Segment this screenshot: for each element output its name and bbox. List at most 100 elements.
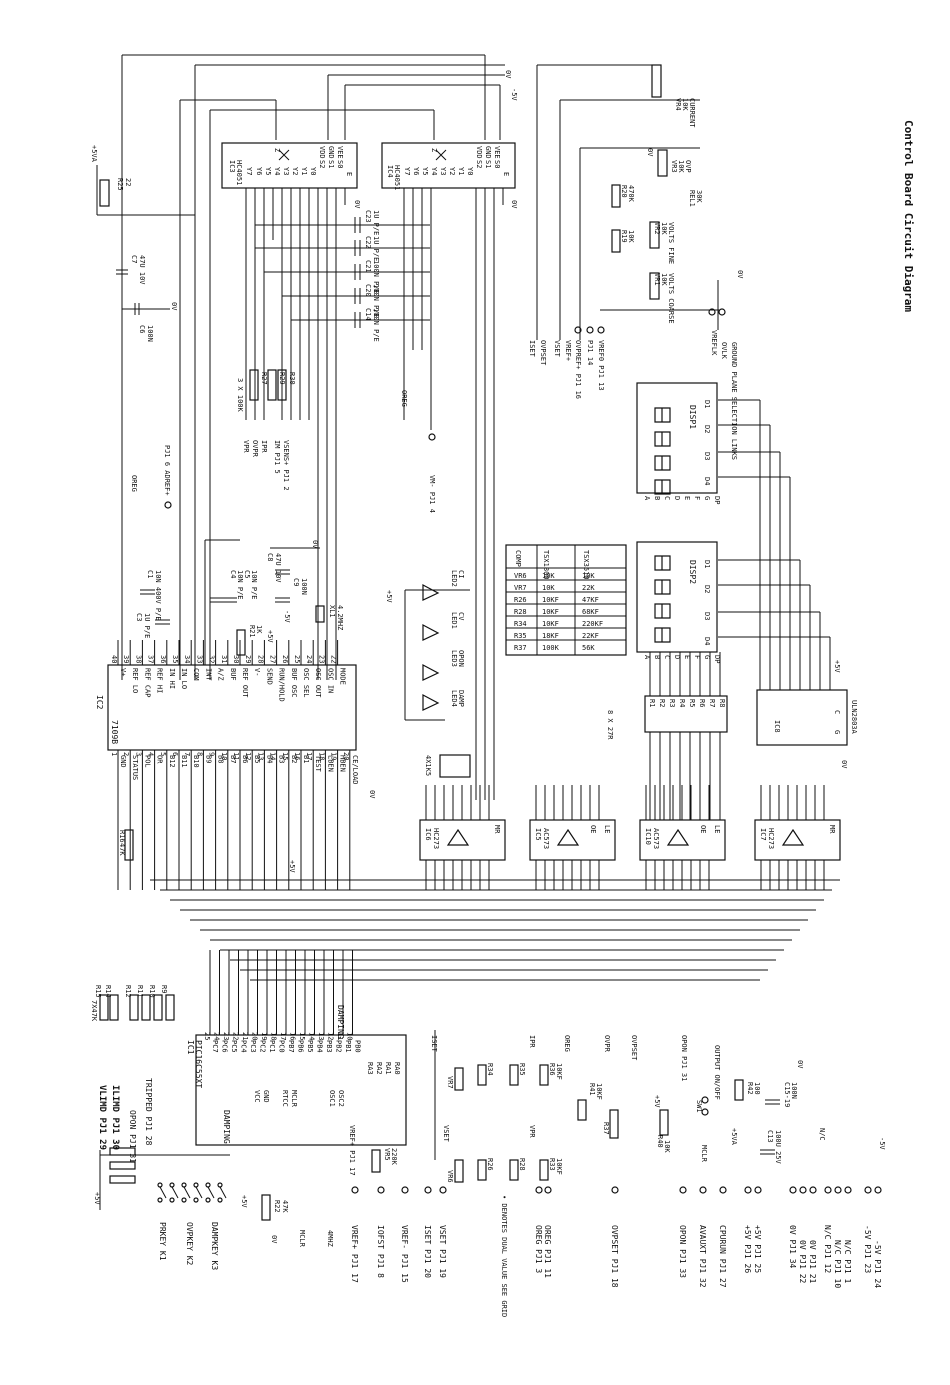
disp1-seg-f: F (693, 496, 701, 500)
ipr-net: IPR (528, 1035, 536, 1048)
sw1-contact-b[interactable] (701, 1108, 709, 1116)
r19-value: 10K (627, 230, 635, 243)
ic1-ref: IC1 (186, 1040, 195, 1055)
disp2-seg-e: E (683, 655, 691, 659)
table-cell: R34 (514, 620, 527, 628)
r19-label: R19 (620, 230, 628, 243)
ic2-pin-number: 3 (134, 752, 142, 756)
ic2-pin-number-b: 28 (256, 655, 264, 663)
r41-resistor (577, 1099, 587, 1121)
ic3-body (221, 142, 358, 189)
disp1-d3: D3 (703, 452, 711, 460)
debounce-r23 (109, 1175, 136, 1184)
ic3-pin-vdd: VDD (318, 146, 326, 159)
key-contact-b (169, 1197, 175, 1203)
r35-resistor (509, 1064, 519, 1086)
xl1-crystal (315, 605, 325, 623)
segres-r6: R6 (698, 699, 706, 707)
r40-label: R40 (656, 1135, 664, 1148)
led-5v-label: +5V (385, 590, 393, 603)
ic2-pin-number: 17 (305, 752, 313, 760)
page-title: Control Board Circuit Diagram (902, 120, 915, 312)
ic1-pin-number: 14 (308, 1032, 316, 1040)
damping-label-left: DAMPING (222, 1110, 231, 1144)
ic2-pin-number-b: 26 (281, 655, 289, 663)
ic2-pin-b-18: MODE (339, 668, 347, 685)
ic2-pin-b4: B4 (265, 755, 273, 763)
key-dampkey: DAMPKEY K3 (210, 1222, 219, 1270)
input-im: IM PJ1 5 (273, 440, 281, 474)
connector-terminal (439, 1186, 447, 1194)
ic1-pin-pb1: PB1 (344, 1040, 352, 1053)
link-terminals (574, 308, 726, 334)
c1-label: C1 (146, 570, 154, 578)
ic2-pin-b-0: V+ (119, 668, 127, 676)
ic1-pin-number: 25 (203, 1032, 211, 1040)
table-cell: 47KF (582, 596, 599, 604)
r25-resistor (99, 179, 110, 207)
ic2-pin-number: 9 (208, 752, 216, 756)
ic10-symbol (666, 828, 690, 846)
segres-r8: R8 (718, 699, 726, 707)
ic2-pin-or: OR (156, 755, 164, 764)
ic8-pin-g: G (833, 730, 841, 734)
disp2-d1: D1 (703, 560, 711, 568)
c1-value: 10N 400V P/E (154, 570, 162, 621)
connector-terminal (834, 1186, 842, 1194)
r40-5v-label: +5V (653, 1095, 661, 1108)
ic1-pin-number: 16 (289, 1032, 297, 1040)
sw1-contact-a[interactable] (701, 1096, 709, 1104)
ic2-pin-number-b: 35 (171, 655, 179, 663)
ic4-pin-y4: Y4 (430, 167, 438, 175)
ic2-pin-number-b: 27 (269, 655, 277, 663)
table-header: COMP (514, 550, 522, 567)
ic2-pin-number: 19 (330, 752, 338, 760)
r27-r29-r30-array: 3 X 100K R27 R29 R30 (236, 369, 296, 413)
c3-capacitor (155, 619, 170, 625)
pullup-r15 (99, 994, 109, 1021)
ic2-ground-bottom: 0V (368, 790, 376, 799)
links-ground: 0V (736, 270, 744, 279)
pwr-0v-34: 0V PJ1 34 (788, 1225, 797, 1269)
ic3-e-ground: 0V (353, 200, 361, 209)
disp1: DISP1 D1 D2 D3 D4 (636, 382, 718, 494)
ic2-pin-b-5: IN LO (180, 668, 188, 689)
debounce-r32 (109, 1147, 136, 1156)
connector-terminal (544, 1186, 552, 1194)
ic1-pin-gnd: GND (262, 1090, 270, 1103)
conn-iset: ISET PJ1 20 (423, 1225, 432, 1278)
ic7-ref: IC7 (759, 828, 767, 841)
pullup-r12 (129, 994, 139, 1021)
ic2-pin-number-b: 30 (232, 655, 240, 663)
ic5-pin-le: LE (603, 825, 611, 833)
r16-label: R16 (118, 830, 126, 843)
table-cell: 220KF (582, 620, 603, 628)
conn-vref0: VREF0 PJ1 13 (597, 340, 605, 391)
rel1-label: REL1 (688, 190, 696, 207)
r28-resistor (509, 1159, 519, 1181)
r42-resistor (734, 1079, 744, 1101)
disp1-seg-b: B (653, 496, 661, 500)
conn-avauxt: AVAUXT PJ1 32 (698, 1225, 707, 1288)
r22-label: R22 (273, 1200, 281, 1213)
debounce-r31 (109, 1161, 136, 1170)
ic2-pin-b-15: OSC SEL (302, 668, 310, 698)
ic4-pin-z: Z (430, 148, 438, 152)
damping-label-ic1: DAMPING (336, 1005, 345, 1039)
pullup-label: R11 (136, 985, 144, 998)
pwr-neg5v-23: -5V PJ1 23 (863, 1225, 872, 1273)
c14-value: 100N P/E (372, 308, 380, 342)
ic1-pin-pc7: PC7 (211, 1040, 219, 1053)
table-cell: 10KF (542, 620, 559, 628)
r35-label: R35 (518, 1063, 526, 1076)
led1-ref: LED1 (450, 612, 458, 629)
offset-trim-network: VR5 220K VREF+ PJ1 17 VR6 VR7 ISET VSET … (348, 1030, 638, 1183)
ic4-part: HC4051 (393, 165, 401, 190)
ic1-pin-rtcc: RTCC (281, 1090, 289, 1107)
ic2-pin-number-b: 25 (293, 655, 301, 663)
disp2: DISP2 D1 D2 D3 D4 (636, 541, 718, 653)
array-4x1k5-label: 4X1K5 (424, 755, 432, 776)
ic4-pin-y7: Y7 (403, 167, 411, 175)
